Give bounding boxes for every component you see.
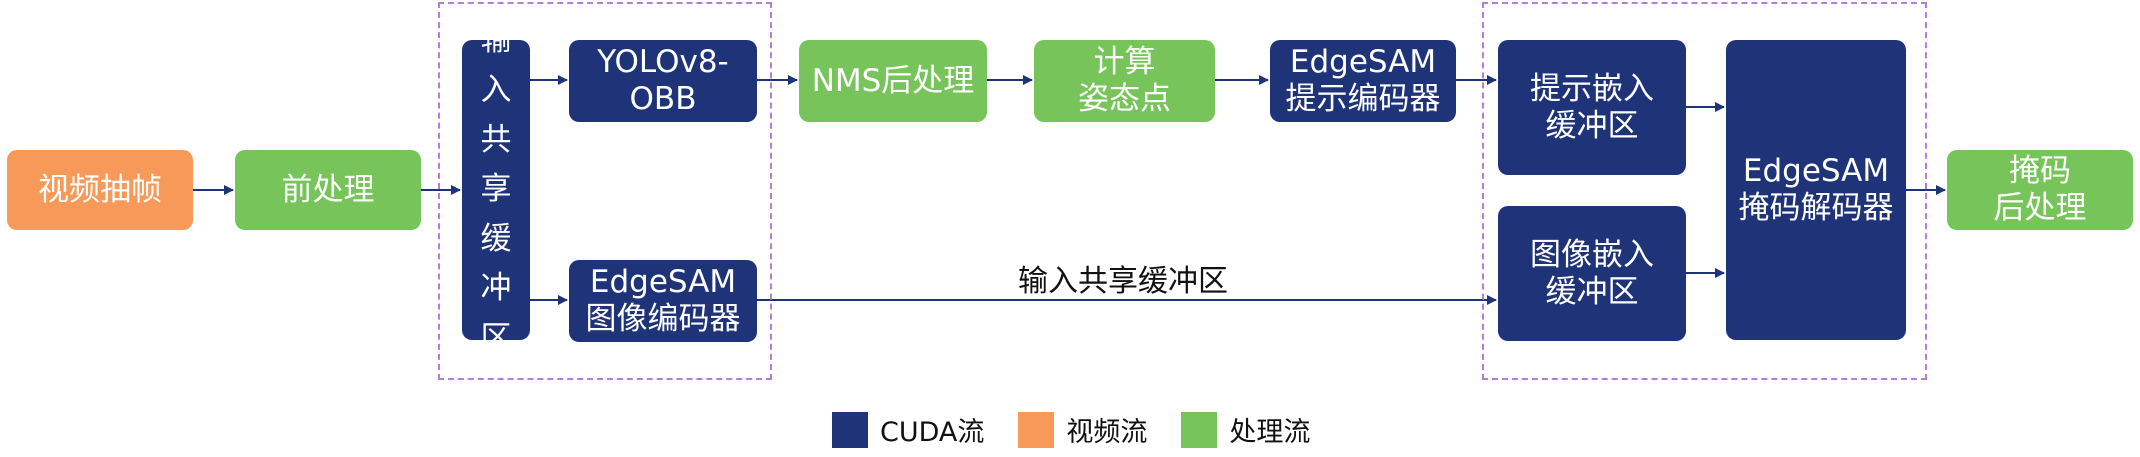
image-encoder-label: EdgeSAM 图像编码器: [585, 264, 741, 337]
encoder-group-outline: [438, 2, 772, 380]
legend-item-process: 处理流: [1181, 410, 1310, 449]
legend-label-cuda: CUDA流: [880, 417, 985, 448]
preprocess-node: 前处理: [235, 150, 421, 230]
nms-postprocess-node: NMS后处理: [799, 40, 987, 122]
nms-postprocess-label: NMS后处理: [811, 62, 975, 99]
mask-postprocess-node: 掩码 后处理: [1947, 150, 2133, 230]
legend-label-process: 处理流: [1229, 417, 1311, 448]
prompt-encoder-node: EdgeSAM 提示编码器: [1270, 40, 1456, 122]
video-decode-label: 视频抽帧: [38, 171, 162, 208]
yolo-obb-node: YOLOv8- OBB: [569, 40, 757, 122]
image-embedding-buffer-label: 图像嵌入 缓冲区: [1530, 236, 1654, 310]
pose-points-label: 计算 姿态点: [1078, 44, 1171, 117]
image-embedding-buffer-node: 图像嵌入 缓冲区: [1498, 206, 1686, 341]
legend-item-video: 视频流: [1018, 410, 1147, 449]
mask-postprocess-label: 掩码 后处理: [1993, 153, 2087, 226]
buffer-decoder-group-outline: [1482, 2, 1927, 380]
input-shared-buffer-node: 输 入 共 享 缓 冲 区: [462, 22, 530, 356]
prompt-embedding-buffer-node: 提示嵌入 缓冲区: [1498, 40, 1686, 175]
mask-decoder-node: EdgeSAM 掩码解码器: [1726, 40, 1906, 340]
image-encoder-node: EdgeSAM 图像编码器: [569, 260, 757, 342]
preprocess-label: 前处理: [281, 171, 375, 208]
prompt-encoder-label: EdgeSAM 提示编码器: [1285, 44, 1441, 117]
mask-decoder-label: EdgeSAM 掩码解码器: [1738, 153, 1894, 226]
input-shared-buffer-label: 输 入 共 享 缓 冲 区: [480, 22, 512, 356]
legend-swatch-video: [1018, 411, 1055, 448]
legend-label-video: 视频流: [1066, 417, 1148, 448]
legend-swatch-cuda: [832, 411, 868, 448]
legend-item-cuda: CUDA流: [832, 410, 984, 449]
legend: CUDA流 视频流 处理流: [832, 410, 1344, 449]
shared-buffer-edge-label: 输入共享缓冲区: [1018, 264, 1228, 299]
yolo-obb-label: YOLOv8- OBB: [597, 44, 729, 117]
pose-points-node: 计算 姿态点: [1034, 40, 1215, 122]
legend-swatch-process: [1181, 411, 1218, 448]
prompt-embedding-buffer-label: 提示嵌入 缓冲区: [1530, 70, 1654, 144]
video-decode-node: 视频抽帧: [7, 150, 193, 230]
